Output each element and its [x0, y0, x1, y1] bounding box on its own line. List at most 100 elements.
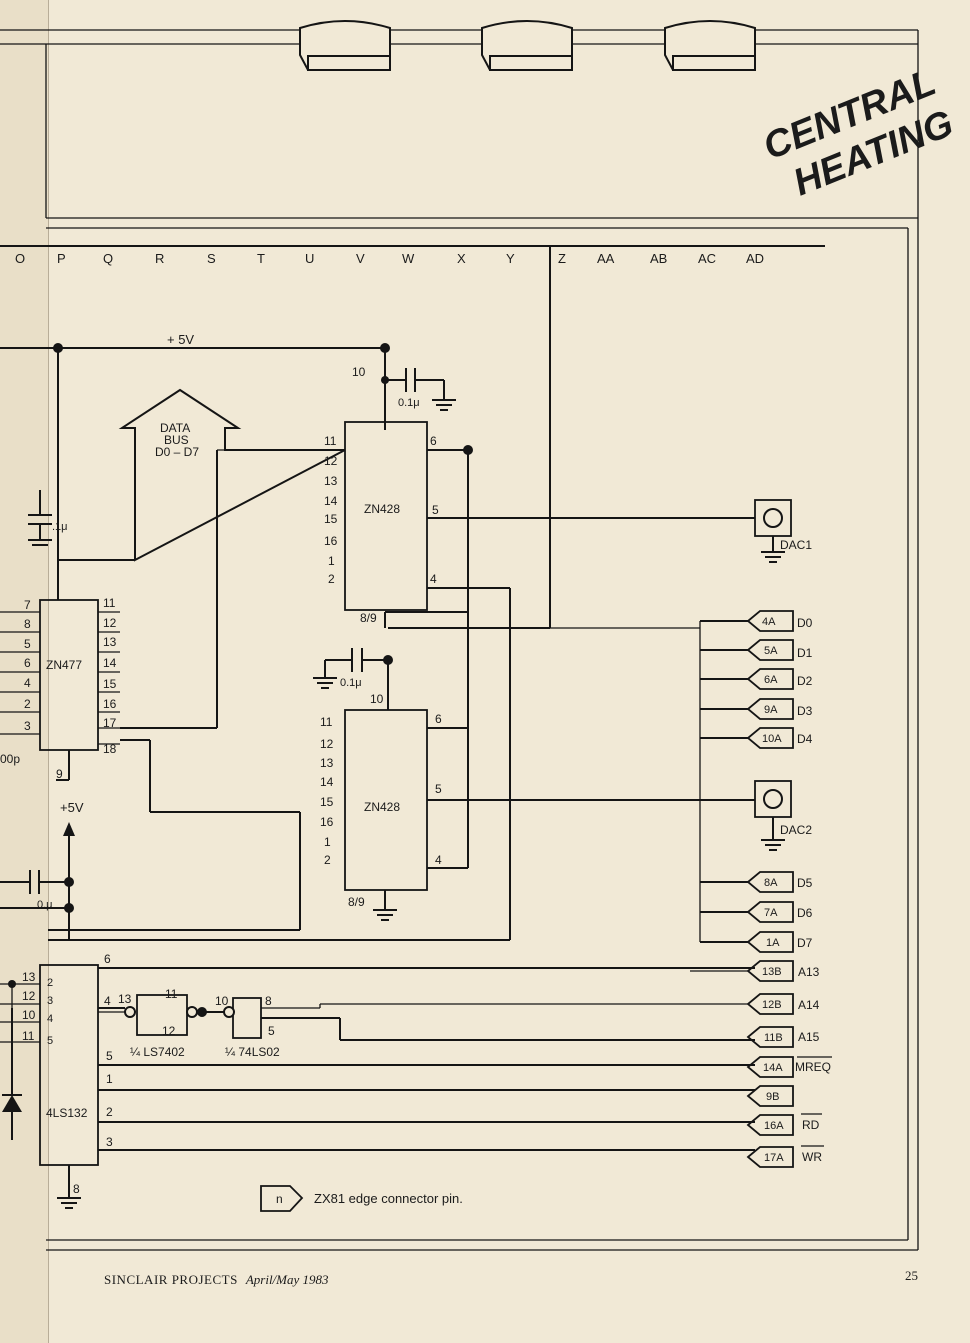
diode-fragment [2, 1008, 22, 1140]
connector-pin-label: 12B [762, 999, 782, 1011]
pin-label: 12 [22, 989, 36, 1003]
pin-label: 8/9 [360, 611, 377, 625]
pin-label: 12 [324, 454, 338, 468]
power-rail-lower: +5V 0.μ [0, 800, 510, 941]
bus-pin-label: X [457, 251, 466, 266]
connector-pin-label: 14A [763, 1062, 783, 1074]
connector-pin-label: 6A [764, 674, 778, 686]
capacitor-label: 00p [0, 752, 20, 766]
connector-signal-label: D5 [797, 876, 813, 890]
pin-label: 12 [162, 1024, 176, 1038]
pin-label: 7 [24, 598, 31, 612]
pin-label: 16 [320, 815, 334, 829]
connector-tag: 8A D5 [700, 871, 813, 893]
pin-label: 2 [47, 977, 53, 989]
pin-label: 15 [103, 677, 117, 691]
connector-pin-label: 1A [766, 937, 780, 949]
publication-name: SINCLAIR PROJECTS [104, 1272, 238, 1287]
data-bus-label: D0 – D7 [155, 445, 199, 459]
chip-zn428-top: ZN428 11 12 13 14 15 16 1 2 6 5 4 8/9 [324, 421, 755, 940]
connector-signal-label: D3 [797, 704, 813, 718]
pin-label: 11 [165, 987, 178, 1001]
pin-label: 2 [328, 572, 335, 586]
bus-pin-label: Q [103, 251, 113, 266]
pin-label: 5 [47, 1035, 53, 1047]
connector-tag: 11B A15 [746, 1026, 820, 1048]
connector-signal-label: D1 [797, 646, 813, 660]
bus-pin-label: T [257, 251, 265, 266]
pin-label: 12 [320, 737, 334, 751]
capacitor-middle: 0.1μ 10 [313, 246, 551, 710]
connector-signal-label: A15 [798, 1030, 820, 1044]
pin-label: 1 [324, 835, 331, 849]
data-bus-arrow: DATA BUS D0 – D7 [58, 388, 346, 562]
capacitor-label: 0.1μ [398, 397, 420, 409]
pin-label: 17 [103, 716, 117, 730]
connector-tag: 17A WR [746, 1145, 824, 1168]
connector-wires [550, 621, 748, 972]
connector-tag: 9B [746, 1085, 794, 1107]
pin-label: 14 [103, 656, 117, 670]
connector-pin-label: 9A [764, 704, 778, 716]
pin-label: 2 [106, 1105, 113, 1119]
bus-pin-label: Z [558, 251, 566, 266]
capacitor-top: 10 0.1μ [352, 365, 456, 411]
pin-label: 3 [24, 719, 31, 733]
bus-pin-label: AC [698, 251, 716, 266]
chip-name: ZN428 [364, 800, 400, 814]
pin-label: 15 [324, 512, 338, 526]
pipe-clip-graphics [299, 20, 756, 71]
edge-connector-tags: 4A D0 5A D1 6A D2 9A D3 [319, 610, 832, 1168]
gate-nand: 10 8 5 ¼ 74LS02 [215, 994, 755, 1059]
connector-tag: 1A D7 [700, 931, 813, 953]
bus-line: O P Q R S T U V W X Y Z AA AB AC AD [0, 245, 825, 266]
pin-label: 6 [430, 434, 437, 448]
bus-pin-label: S [207, 251, 216, 266]
connector-tag: 12B A14 [319, 993, 820, 1015]
power-label-top: + 5V [167, 332, 194, 347]
connector-pin-label: 8A [764, 877, 778, 889]
connector-tag: 10A D4 [700, 727, 813, 749]
chip-name: 4LS132 [46, 1106, 88, 1120]
pin-label: 4 [104, 994, 111, 1008]
pin-label: 4 [47, 1013, 53, 1025]
pin-label: 14 [320, 775, 334, 789]
page-number: 25 [905, 1268, 918, 1283]
pin-label: 14 [324, 494, 338, 508]
pin-label: 6 [24, 656, 31, 670]
pin-label: 13 [324, 474, 338, 488]
gate-label: ¼ 74LS02 [225, 1045, 280, 1059]
capacitor-label: 0.1μ [340, 677, 362, 689]
capacitor-pin-label: 10 [370, 692, 384, 706]
connector-pin-label: 9B [766, 1091, 779, 1103]
legend-symbol: n [276, 1192, 283, 1206]
connector-pin-label: 16A [764, 1120, 784, 1132]
pin-label: 13 [118, 992, 132, 1006]
pin-label: 10 [22, 1008, 36, 1022]
connector-pin-label: 4A [762, 616, 776, 628]
connector-signal-label: D4 [797, 732, 813, 746]
connector-signal-label: D2 [797, 674, 813, 688]
chip-name: ZN477 [46, 658, 82, 672]
pin-label: 1 [328, 554, 335, 568]
pin-label: 15 [320, 795, 334, 809]
pin-label: 12 [103, 616, 117, 630]
bus-pin-label: AD [746, 251, 764, 266]
pin-label: 18 [103, 742, 117, 756]
pin-label: 4 [435, 853, 442, 867]
pin-label: 2 [324, 853, 331, 867]
pin-label: 6 [104, 952, 111, 966]
bus-pin-label: Y [506, 251, 515, 266]
bus-pin-label: W [402, 251, 415, 266]
connector-pin-label: 5A [764, 645, 778, 657]
pin-label: 13 [22, 970, 36, 984]
pin-label: 5 [432, 503, 439, 517]
pin-label: 13 [103, 635, 117, 649]
pin-label: 13 [320, 756, 334, 770]
capacitor-label: .1μ [52, 521, 68, 533]
connector-tag: 6A D2 [700, 668, 813, 690]
data-bus-label: BUS [164, 433, 189, 447]
pin-label: 8 [24, 617, 31, 631]
